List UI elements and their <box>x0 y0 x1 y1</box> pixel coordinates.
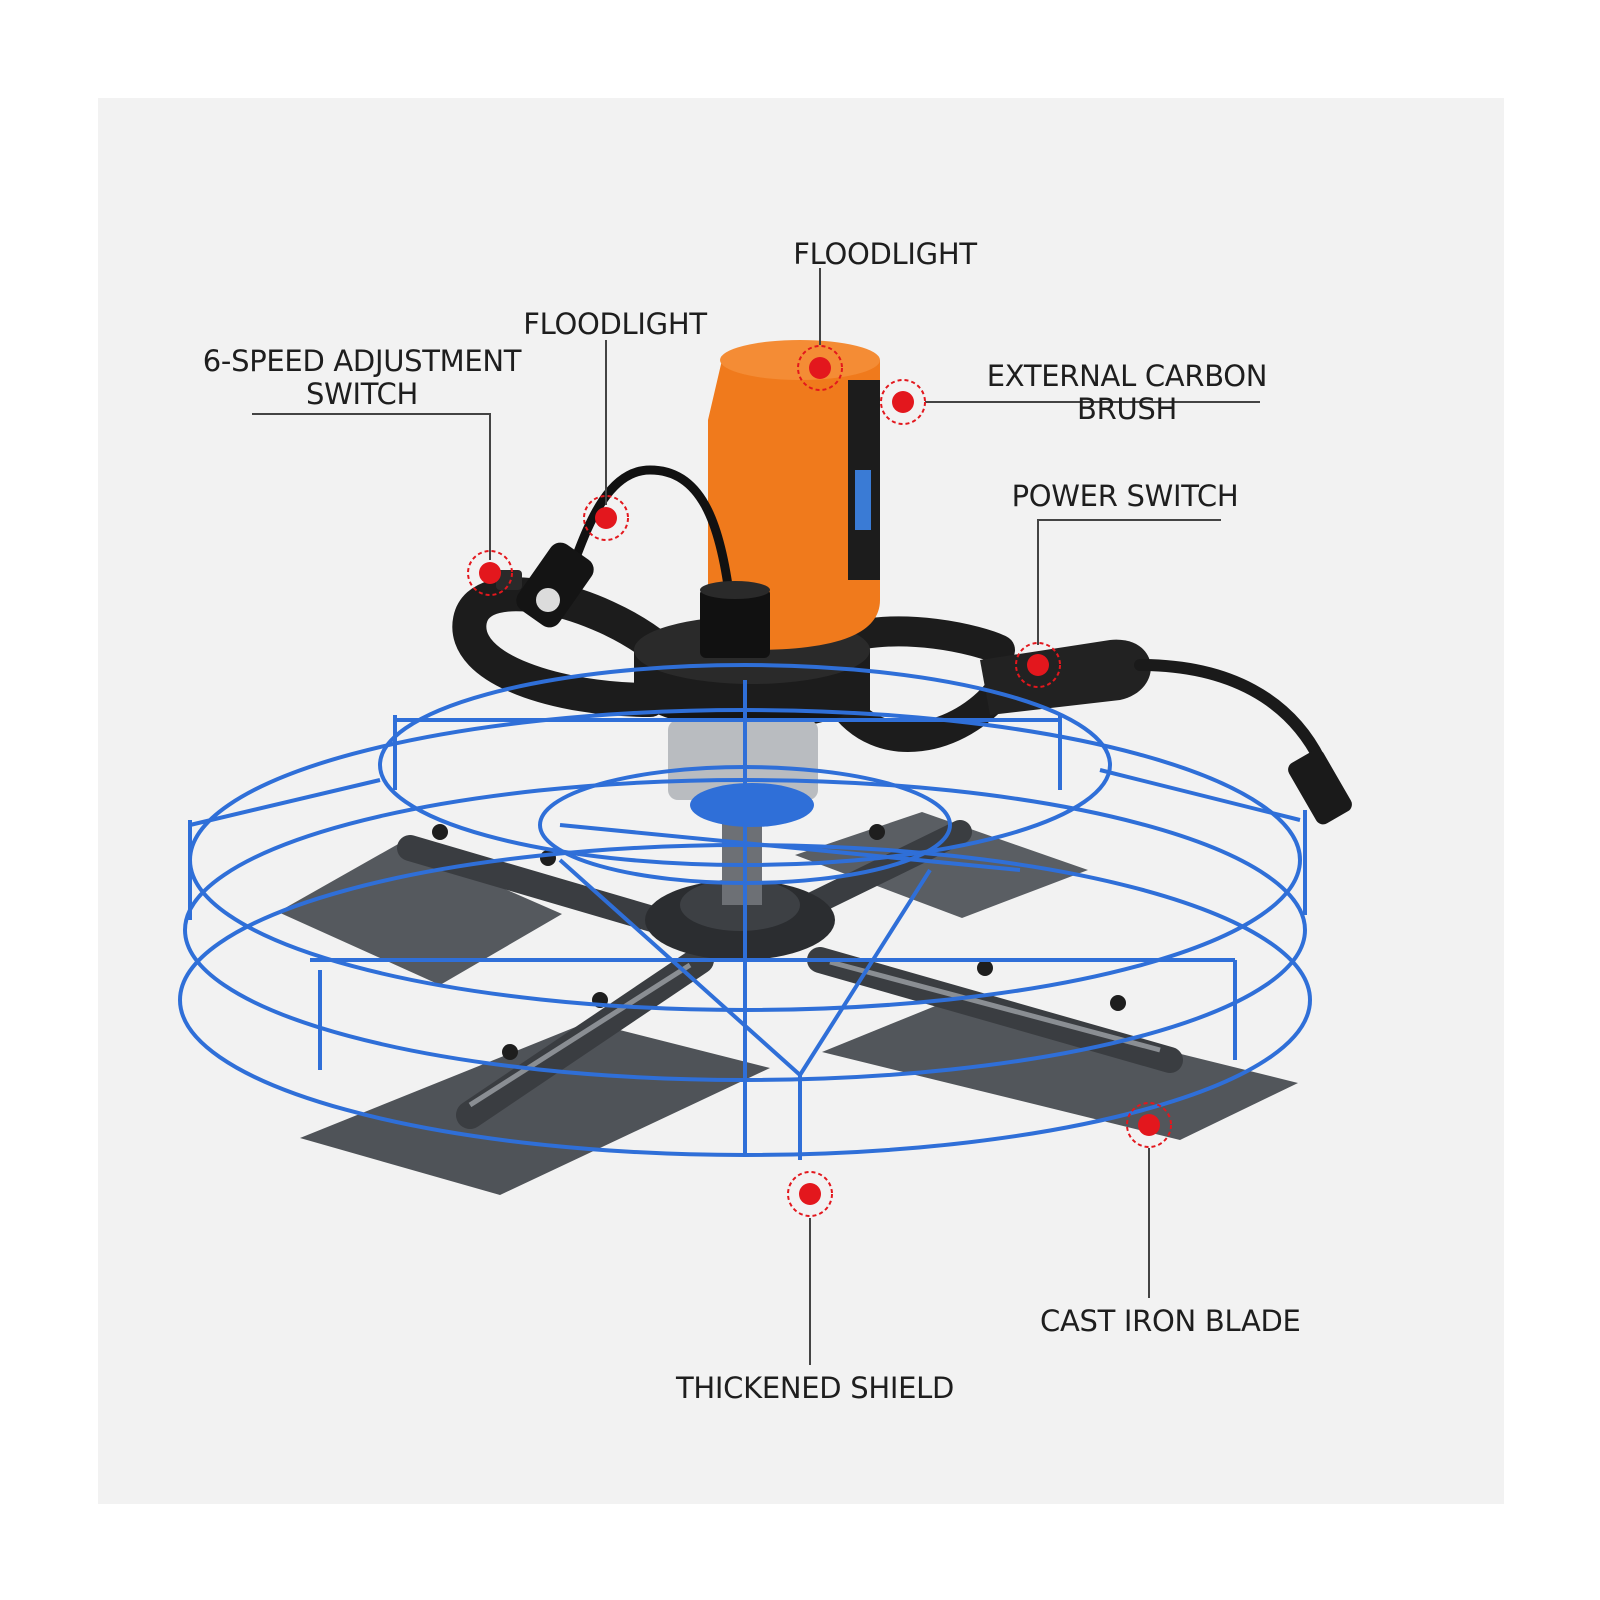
bolt <box>1110 995 1126 1011</box>
marker-dot <box>595 507 617 529</box>
marker-ring <box>583 495 629 541</box>
marker-dot <box>479 562 501 584</box>
marker-dot <box>1138 1114 1160 1136</box>
left-handle <box>452 577 677 717</box>
label-carbon-brush: EXTERNAL CARBON BRUSH <box>986 359 1268 426</box>
floodlight-lamp <box>516 542 594 628</box>
label-speed-switch: 6-SPEED ADJUSTMENT SWITCH <box>202 344 522 411</box>
marker-cast-iron-blade <box>1126 1102 1172 1148</box>
marker-ring <box>1015 642 1061 688</box>
leader-speed-switch <box>252 413 491 560</box>
marker-ring <box>1126 1102 1172 1148</box>
label-floodlight-top: FLOODLIGHT <box>793 237 977 271</box>
floodlight-gooseneck <box>570 465 735 605</box>
leader-lines <box>252 268 1260 1365</box>
motor-housing <box>704 360 880 650</box>
blade-front-right <box>822 998 1298 1140</box>
power-grip <box>980 639 1151 715</box>
motor-vent <box>855 470 871 530</box>
blade-front-left <box>300 1022 770 1195</box>
cage-struts <box>188 680 1307 1160</box>
marker-dot <box>1027 654 1049 676</box>
marker-ring <box>787 1171 833 1217</box>
protective-cage <box>178 663 1312 1160</box>
marker-floodlight-top <box>797 345 843 391</box>
label-thickened-shield: THICKENED SHIELD <box>675 1371 954 1405</box>
marker-power-switch <box>1015 642 1061 688</box>
floodlight-lens <box>536 588 560 612</box>
blade-back-left <box>278 843 562 985</box>
marker-speed-switch <box>467 550 513 596</box>
cable-connector <box>1288 749 1352 825</box>
marker-floodlight-left <box>583 495 629 541</box>
arm-highlight-1 <box>468 962 692 1108</box>
label-floodlight-left: FLOODLIGHT <box>523 307 707 341</box>
floodlight-mount <box>700 588 770 658</box>
bolt <box>869 824 885 840</box>
arm-highlight-2 <box>829 959 1161 1053</box>
power-cable <box>1134 659 1326 766</box>
markers <box>467 345 1172 1217</box>
label-power-switch: POWER SWITCH <box>1011 479 1239 513</box>
marker-ring <box>880 379 926 425</box>
marker-thickened-shield <box>787 1171 833 1217</box>
blue-collar <box>690 783 814 827</box>
blade-back-right <box>795 812 1088 918</box>
label-cast-iron-blade: CAST IRON BLADE <box>1040 1304 1301 1338</box>
marker-ring <box>797 345 843 391</box>
motor-cap <box>720 340 880 380</box>
drive-shaft <box>722 820 762 905</box>
bolt <box>977 960 993 976</box>
bolt <box>502 1044 518 1060</box>
blade-arm-1 <box>397 835 703 943</box>
bolt <box>432 824 448 840</box>
floodlight-mount-top <box>700 581 770 599</box>
marker-dot <box>809 357 831 379</box>
marker-dot <box>892 391 914 413</box>
marker-dot <box>799 1183 821 1205</box>
speed-switch-knob <box>496 570 522 590</box>
marker-carbon-brush <box>880 379 926 425</box>
marker-ring <box>467 550 513 596</box>
leader-power-switch <box>1037 519 1221 645</box>
